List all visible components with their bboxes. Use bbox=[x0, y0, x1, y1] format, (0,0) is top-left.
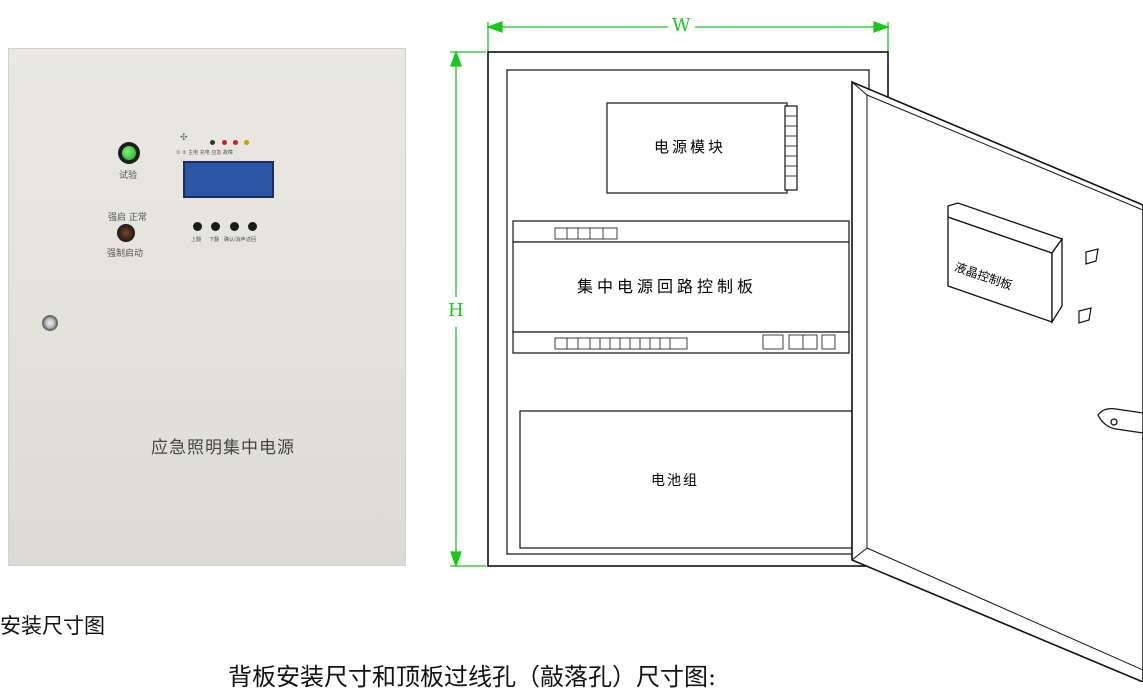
back-key bbox=[248, 222, 257, 231]
cabinet-main-label: 应急照明集中电源 bbox=[151, 438, 295, 458]
key-label: 确认/消声 bbox=[224, 237, 246, 243]
width-label: W bbox=[672, 15, 691, 36]
led-indicator bbox=[210, 140, 215, 145]
lock-icon bbox=[42, 315, 58, 331]
test-button-indicator bbox=[118, 142, 140, 164]
power-module-label: 电源模块 bbox=[654, 138, 727, 156]
cabinet-door bbox=[851, 80, 1143, 682]
indicator-labels: ① ② 主电 充电 应急 故障 bbox=[176, 150, 233, 156]
test-label: 试验 bbox=[119, 171, 138, 181]
up-key bbox=[193, 222, 202, 231]
height-label: H bbox=[448, 300, 464, 321]
key-label: 上翻 bbox=[191, 237, 202, 243]
led-indicator bbox=[222, 140, 227, 145]
led-indicator bbox=[244, 140, 249, 145]
lcd-control-board bbox=[947, 202, 1064, 325]
key-label: 下翻 bbox=[209, 237, 220, 243]
battery-label: 电池组 bbox=[651, 473, 699, 489]
section-heading: 安装尺寸图 bbox=[0, 614, 105, 638]
battery-pack bbox=[519, 410, 853, 549]
dimension-lines bbox=[450, 21, 890, 568]
cabinet-photo: 试验 ✣ ① ② 主电 充电 应急 故障 强启 正常 强制启动 上翻 下翻 确认… bbox=[8, 48, 406, 566]
down-key bbox=[211, 222, 220, 231]
confirm-key bbox=[230, 222, 239, 231]
control-board bbox=[512, 220, 850, 354]
control-board-connectors bbox=[554, 227, 836, 350]
door-handle-icon bbox=[1097, 407, 1143, 434]
force-top-label: 强启 正常 bbox=[108, 213, 147, 223]
force-label: 强制启动 bbox=[107, 249, 144, 259]
led-indicator bbox=[233, 140, 238, 145]
control-board-label: 集中电源回路控制板 bbox=[577, 277, 758, 296]
door-hinge-icons bbox=[1078, 248, 1099, 324]
power-module-terminals bbox=[785, 115, 797, 177]
power-module bbox=[606, 102, 798, 194]
lcd-screen bbox=[183, 161, 274, 198]
body-text: 背板安装尺寸和顶板过线孔（敲落孔）尺寸图: bbox=[228, 663, 717, 691]
key-switch-icon bbox=[117, 224, 135, 242]
fan-icon: ✣ bbox=[180, 133, 188, 143]
key-label: 返回 bbox=[246, 237, 257, 243]
